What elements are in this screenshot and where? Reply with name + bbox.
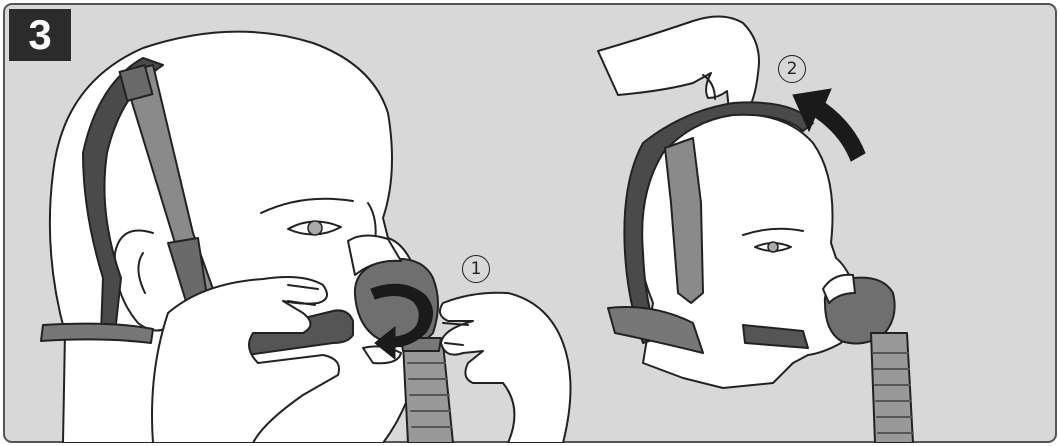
left-lower-strap	[41, 324, 153, 343]
instruction-panel: 3 1 2	[3, 3, 1057, 443]
instruction-illustration	[3, 3, 1057, 443]
callout-2: 2	[778, 55, 806, 83]
callout-1: 1	[462, 255, 490, 283]
step-number-badge: 3	[9, 9, 71, 61]
right-tube	[871, 333, 913, 443]
